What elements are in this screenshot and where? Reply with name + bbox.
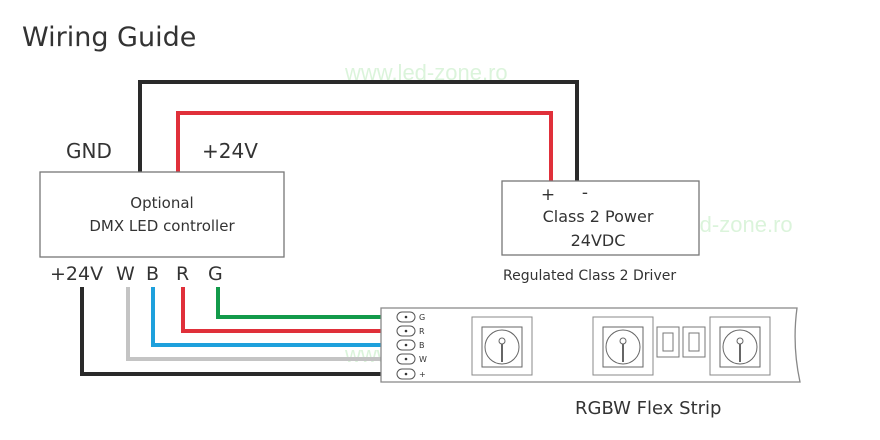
out-label-r: R: [176, 263, 189, 285]
power-line2: 24VDC: [571, 231, 626, 250]
power-caption: Regulated Class 2 Driver: [503, 268, 676, 284]
led-chip: [471, 316, 533, 376]
out-label-24v: +24V: [50, 263, 103, 285]
black-wire: [80, 287, 398, 376]
dmx-controller-box: [39, 171, 285, 258]
power-supply-box: [501, 180, 700, 256]
pin-b: B: [419, 341, 425, 350]
led-chip: [592, 316, 654, 376]
blue-wire: [151, 287, 398, 347]
strip-caption: RGBW Flex Strip: [575, 398, 721, 419]
pin-plus: +: [419, 370, 426, 379]
gnd-label: GND: [66, 139, 112, 163]
out-label-w: W: [116, 263, 135, 285]
out-label-g: G: [208, 263, 223, 285]
power-plus: +: [541, 185, 555, 205]
red-wire: [181, 287, 398, 333]
power-line1: Class 2 Power: [543, 207, 654, 226]
gnd-wire: [138, 80, 579, 181]
power-minus: -: [582, 183, 588, 203]
led-chips: [471, 316, 771, 376]
v24-label: +24V: [202, 139, 258, 163]
led-chip: [709, 316, 771, 376]
green-wire: [216, 287, 398, 319]
page-title: Wiring Guide: [22, 22, 196, 53]
strip-pads: [396, 311, 416, 380]
resistors: [656, 326, 706, 358]
pin-w: W: [419, 355, 427, 364]
out-label-b: B: [146, 263, 159, 285]
white-wire: [126, 287, 398, 361]
v24-wire: [176, 111, 553, 181]
controller-line1: Optional: [130, 194, 193, 212]
pin-g: G: [419, 313, 425, 322]
controller-line2: DMX LED controller: [89, 217, 235, 235]
pin-r: R: [419, 327, 425, 336]
